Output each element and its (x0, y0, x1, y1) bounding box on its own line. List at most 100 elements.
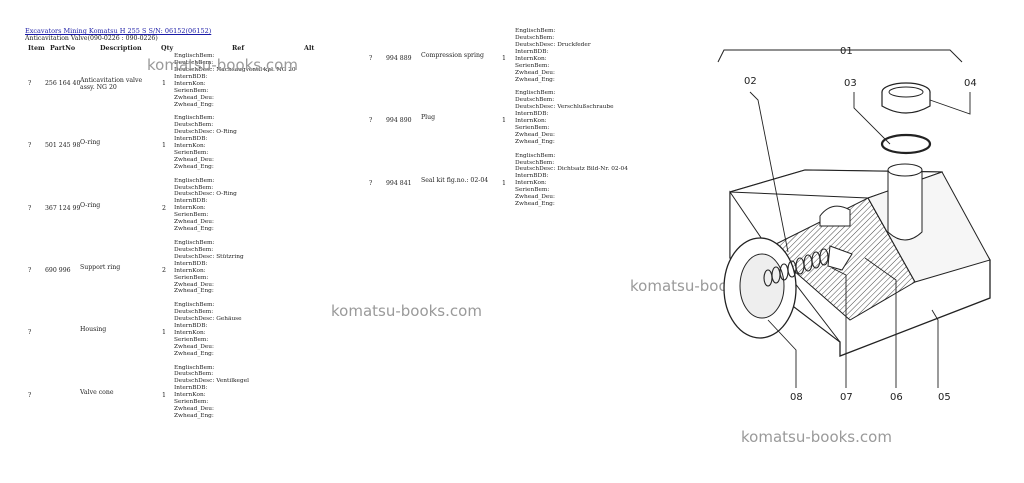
ref-line: InternKon: (515, 55, 547, 62)
anticavitation-valve-diagram: 01 02 03 04 05 06 07 08 (717, 46, 991, 403)
row-qty: 1 (162, 80, 166, 87)
ref-line: InternBDB: (515, 48, 549, 55)
ref-line: DeutschDesc: Stützring (174, 253, 244, 260)
ref-line: DeutschDesc: O-Ring (174, 191, 237, 198)
ref-line: Zwhead_Eng: (174, 350, 214, 357)
row-qty: 2 (162, 204, 166, 212)
ref-line: InternBDB: (515, 111, 549, 118)
row-ref-notes: EnglischBem:DeutschBem:DeutschDesc: Dich… (515, 153, 628, 209)
ref-line: Zwhead_Deu: (174, 406, 214, 413)
ref-line: Zwhead_Deu: (515, 131, 555, 138)
ref-line: EnglischBem: (174, 239, 215, 246)
ref-line: Zwhead_Eng: (174, 163, 214, 170)
ref-line: InternKon: (174, 143, 206, 150)
ref-line: DeutschBem: (515, 97, 555, 104)
ref-line: Zwhead_Deu: (174, 343, 214, 350)
ref-line: DeutschDesc: Druckfeder (515, 41, 591, 48)
col-header-alt: Alt (304, 44, 315, 52)
ref-line: InternKon: (174, 329, 206, 336)
ref-line: InternBDB: (174, 385, 208, 392)
callout-02: 02 (744, 76, 757, 87)
ref-line: InternKon: (174, 267, 206, 274)
ref-line: EnglischBem: (174, 302, 215, 309)
row-qty: 1 (502, 117, 506, 125)
row-partno: 994 841 (386, 179, 412, 187)
ref-line: EnglischBem: (515, 90, 556, 97)
row-partno: 367 124 99 (45, 204, 81, 212)
row-qty: 1 (162, 391, 166, 399)
ref-line: Zwhead_Eng: (515, 201, 555, 208)
breadcrumb-link[interactable]: Excavators Mining Komatsu H 255 S S/N: 0… (25, 27, 212, 35)
compression-spring (763, 248, 829, 287)
ref-line: InternBDB: (515, 173, 549, 180)
row-ref-notes: EnglischBem:DeutschBem:DeutschDesc: Gehä… (174, 302, 242, 358)
ref-line: Zwhead_Eng: (174, 288, 214, 295)
ref-line: Zwhead_Eng: (174, 101, 214, 108)
ref-line: SerienBem: (174, 212, 209, 219)
row-qty: 1 (502, 179, 506, 187)
ref-line: InternKon: (174, 205, 206, 212)
watermark: komatsu-books.com (331, 302, 482, 320)
o-ring (880, 133, 932, 155)
group-bracket (717, 49, 963, 63)
support-ring (881, 82, 931, 114)
col-header-ref: Ref (232, 44, 245, 52)
ref-line: Zwhead_Deu: (174, 156, 214, 163)
row-partno: 994 890 (386, 117, 412, 125)
row-qty: 1 (162, 142, 166, 150)
callout-06: 06 (890, 392, 903, 403)
col-header-item: Item (28, 44, 45, 52)
col-header-partno: PartNo (50, 44, 76, 52)
ref-line: InternBDB: (174, 198, 208, 205)
row-ref-notes: EnglischBem:DeutschBem:DeutschDesc: Stüt… (174, 240, 244, 296)
ref-line: InternBDB: (174, 260, 208, 267)
ref-line: EnglischBem: (174, 115, 215, 122)
row-ref-notes: EnglischBem:DeutschBem:DeutschDesc: Vers… (515, 90, 614, 146)
ref-line: EnglischBem: (174, 177, 215, 184)
row-item: ? (369, 55, 373, 62)
row-description: Compression spring (421, 52, 484, 59)
ref-line: Zwhead_Eng: (174, 226, 214, 233)
row-ref-notes: EnglischBem:DeutschBem:DeutschDesc: Druc… (515, 28, 591, 84)
row-qty: 2 (162, 266, 166, 274)
ref-line: InternKon: (174, 392, 206, 399)
ref-line: SerienBem: (174, 149, 209, 156)
ref-line: EnglischBem: (174, 53, 215, 59)
row-item: ? (369, 179, 373, 187)
row-description: Valve cone (80, 388, 114, 396)
ref-line: Zwhead_Eng: (174, 413, 214, 420)
vertical-bore (887, 169, 923, 241)
row-description: O-ring (80, 201, 101, 209)
row-partno: 256 164 40 (45, 80, 81, 87)
ref-line: Zwhead_Deu: (174, 94, 214, 101)
ref-line: DeutschDesc: Dichtsatz Bild-Nr. 02-04 (515, 166, 628, 173)
row-item: ? (28, 266, 32, 274)
ref-line: DeutschBem: (174, 246, 214, 253)
row-item: ? (28, 204, 32, 212)
callout-08: 08 (790, 392, 803, 403)
ref-line: Zwhead_Eng: (515, 138, 555, 145)
ref-line: SerienBem: (515, 187, 550, 194)
row-description: O-ring (80, 139, 101, 147)
ref-line: SerienBem: (515, 124, 550, 131)
ref-line: InternBDB: (174, 73, 208, 80)
row-description: Housing (80, 326, 107, 334)
row-description: Seal kit fig.no.: 02-04 (421, 176, 489, 184)
row-partno: 994 889 (386, 55, 412, 62)
row-qty: 1 (502, 55, 506, 62)
row-description: Support ring (80, 263, 121, 271)
ref-line: Zwhead_Deu: (174, 281, 214, 288)
ref-line: Zwhead_Deu: (515, 194, 555, 201)
ref-line: DeutschDesc: Verschlußschraube (515, 104, 614, 111)
ref-line: SerienBem: (515, 62, 550, 69)
row-qty: 1 (162, 329, 166, 337)
ref-line: EnglischBem: (515, 28, 556, 34)
callout-05: 05 (938, 392, 951, 403)
ref-line: EnglischBem: (174, 364, 215, 371)
callout-07: 07 (840, 392, 853, 403)
row-item: ? (28, 329, 32, 337)
ref-line: Zwhead_Deu: (515, 69, 555, 76)
ref-line: InternBDB: (174, 136, 208, 143)
row-item: ? (28, 391, 32, 399)
ref-line: InternKon: (174, 80, 206, 87)
